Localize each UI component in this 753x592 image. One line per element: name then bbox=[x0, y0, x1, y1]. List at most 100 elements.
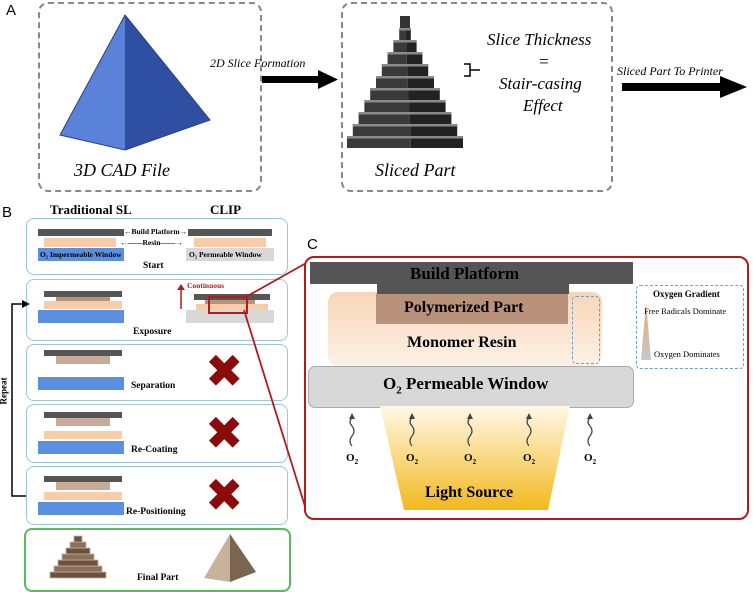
slice-layer-right-face bbox=[408, 88, 440, 100]
slice-layer-top-edge bbox=[399, 28, 411, 31]
slice-layer-top-edge bbox=[381, 64, 429, 67]
clip-start-window bbox=[186, 248, 274, 261]
trad-rec-part bbox=[56, 418, 110, 426]
recoating-x-icon: ✖ bbox=[205, 406, 244, 460]
o2-arrow-head bbox=[526, 413, 532, 419]
slice-layer-right-face bbox=[410, 136, 463, 148]
final-smooth-pyramid-icon bbox=[204, 534, 256, 582]
trad-start-platform bbox=[38, 229, 124, 236]
resin-callout: ←——Resin——→ bbox=[120, 238, 183, 247]
final-stepped-pyramid-icon bbox=[49, 535, 107, 579]
o2-text: O bbox=[406, 452, 415, 464]
separation-x-icon: ✖ bbox=[205, 344, 244, 398]
slice-layer-top-edge bbox=[393, 40, 417, 43]
gradient-zoom-box bbox=[572, 296, 600, 364]
trad-rep-resin bbox=[44, 492, 122, 500]
trad-sep-part bbox=[56, 356, 110, 364]
window-suffix-text: Permeable Window bbox=[401, 374, 549, 393]
o2-arrow-head bbox=[467, 413, 473, 419]
slice-layer-left-face bbox=[370, 88, 409, 100]
slice-layer-right-face bbox=[406, 40, 417, 52]
o2-impermeable-text: O₂ Impermeable Window bbox=[40, 250, 122, 259]
permeable-window-label: O2 Permeable Window bbox=[383, 374, 548, 396]
polymerized-part-block bbox=[376, 294, 568, 324]
step-start-label: Start bbox=[143, 261, 164, 271]
platform-stem bbox=[377, 284, 569, 294]
repositioning-x-icon: ✖ bbox=[205, 468, 244, 522]
slice-layer-right-face bbox=[406, 52, 423, 64]
o2-arrow-head bbox=[349, 413, 355, 419]
slice-layer-right-face bbox=[409, 112, 452, 124]
slice-layer-left-face bbox=[352, 124, 411, 136]
step-repositioning-label: Re-Positioning bbox=[126, 507, 186, 517]
build-platform-label: Build Platform bbox=[410, 264, 520, 283]
slice-layer-right-face bbox=[405, 28, 411, 40]
slice-layer-top-edge bbox=[347, 136, 463, 139]
trad-start-window bbox=[38, 248, 124, 261]
o2-squiggle-arrow bbox=[349, 417, 355, 447]
window-prefix-text: O bbox=[383, 374, 397, 393]
window-sub-text: 2 bbox=[396, 384, 402, 397]
slice-layer-left-face bbox=[399, 28, 406, 40]
slice-layer-right-face bbox=[409, 100, 446, 112]
slice-thickness-text: Slice Thickness bbox=[487, 30, 592, 49]
clip-start-resin bbox=[194, 238, 266, 247]
slice-layer-right-face bbox=[410, 124, 458, 136]
continuous-label: Continuous bbox=[187, 281, 225, 290]
o2-squiggle-arrow bbox=[526, 417, 532, 447]
panel-b-letter: B bbox=[2, 204, 13, 221]
o2-squiggle-arrow bbox=[587, 417, 593, 447]
build-platform-callout: ←Build Platform→ bbox=[124, 227, 188, 236]
arrow-1-label: 2D Slice Formation bbox=[210, 56, 306, 70]
trad-rep-platform bbox=[44, 476, 122, 482]
o2-permeable-text: O₂ Permeable Window bbox=[189, 250, 262, 259]
slice-layer-top-edge bbox=[370, 88, 440, 91]
slice-layer-right-face bbox=[407, 76, 434, 88]
oxygen-dominates-label: Oxygen Dominates bbox=[654, 349, 720, 359]
trad-sep-platform bbox=[44, 350, 122, 356]
polymerized-part-label: Polymerized Part bbox=[404, 299, 524, 316]
trad-rep-window bbox=[38, 502, 124, 515]
trad-rec-platform bbox=[44, 412, 122, 418]
slice-layer-left-face bbox=[358, 112, 410, 124]
step-exposure-label: Exposure bbox=[133, 327, 172, 337]
o2-text: O bbox=[346, 452, 355, 464]
o2-text: O bbox=[464, 452, 473, 464]
arrow-2 bbox=[622, 76, 747, 98]
trad-rec-resin bbox=[44, 431, 122, 439]
clip-header: CLIP bbox=[210, 202, 242, 217]
o2-label: O2 bbox=[464, 452, 476, 466]
continuous-arrow bbox=[177, 284, 185, 309]
sliced-part-label: Sliced Part bbox=[375, 160, 456, 180]
clip-exp-part bbox=[205, 300, 255, 306]
repeat-bracket bbox=[11, 300, 30, 497]
arrow-2-label: Sliced Part To Printer bbox=[617, 64, 723, 78]
resin-text: Resin bbox=[142, 238, 161, 247]
o2-label: O2 bbox=[346, 452, 358, 466]
o2-sub: 2 bbox=[354, 458, 359, 467]
slice-layer-cap bbox=[400, 16, 410, 28]
panel-a-letter: A bbox=[6, 2, 17, 19]
o2-text: O bbox=[523, 452, 532, 464]
trad-exp-platform bbox=[44, 291, 122, 297]
slice-layer-left-face bbox=[364, 100, 410, 112]
trad-sep-window bbox=[38, 377, 124, 390]
effect-text: Effect bbox=[523, 96, 563, 115]
oxygen-gradient-legend bbox=[636, 285, 744, 369]
slice-layer-left-face bbox=[387, 52, 407, 64]
stair-casing-text: Stair-casing bbox=[499, 74, 582, 93]
o2-squiggle-arrow bbox=[409, 417, 415, 447]
cad-pyramid-graphic bbox=[59, 14, 211, 151]
light-cone bbox=[380, 406, 570, 510]
slice-layer-top-edge bbox=[358, 112, 452, 115]
o2-sub: 2 bbox=[592, 458, 597, 467]
trad-start-resin bbox=[44, 238, 116, 247]
o2-label: O2 bbox=[523, 452, 535, 466]
slice-layer-left-face bbox=[376, 76, 408, 88]
arrow-1 bbox=[262, 70, 338, 89]
slice-layer-left-face bbox=[393, 40, 407, 52]
oxygen-gradient-title: Oxygen Gradient bbox=[653, 289, 720, 299]
slice-layer-top-edge bbox=[364, 100, 446, 103]
